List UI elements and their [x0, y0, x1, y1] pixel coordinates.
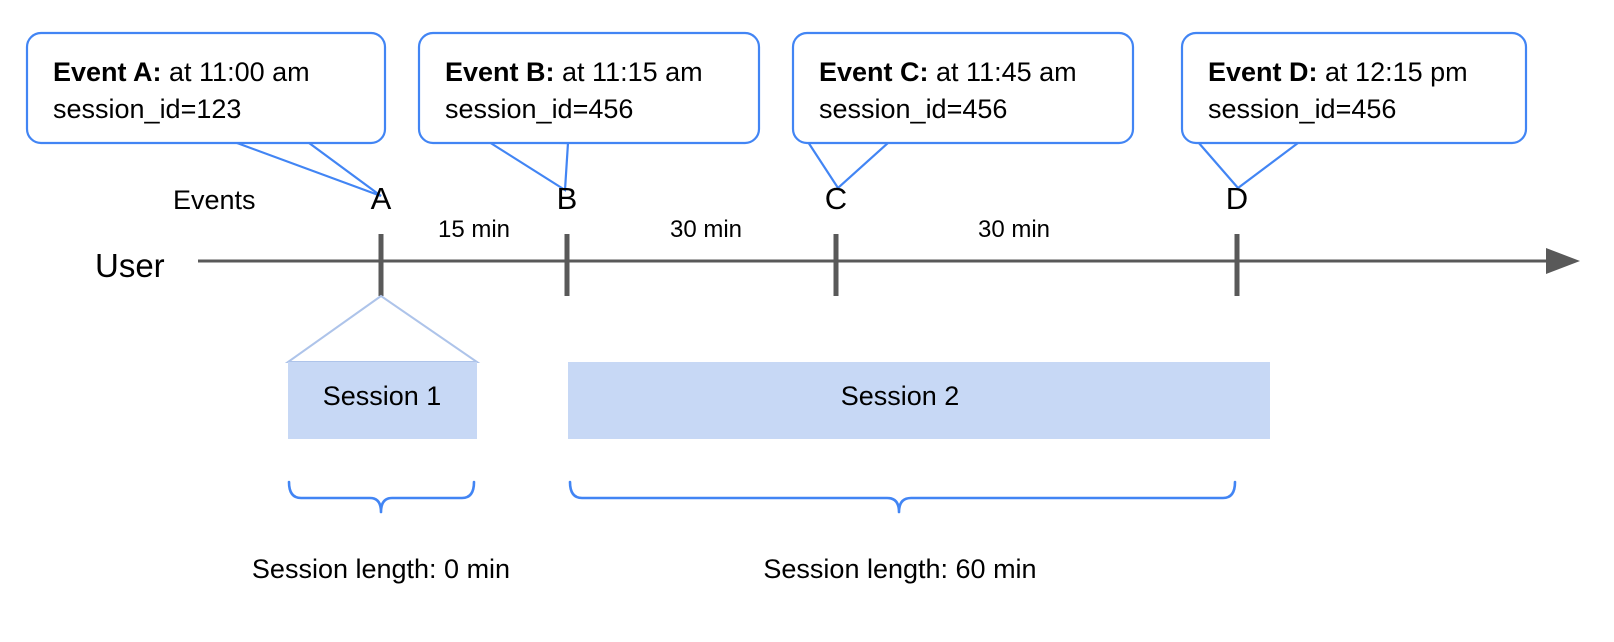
callout-event-d[interactable]: Event D: at 12:15 pm session_id=456 [1180, 31, 1528, 190]
callout-tail-a [236, 138, 382, 198]
callout-c-line1: Event C: at 11:45 am [819, 57, 1077, 87]
callout-a-line1: Event A: at 11:00 am [53, 57, 310, 87]
session-2-label: Session 2 [841, 381, 960, 411]
timeline-arrow-icon [1546, 248, 1580, 274]
callout-d-bold: Event D: [1208, 57, 1318, 87]
callout-box-d [1180, 31, 1528, 145]
callout-b-line1: Event B: at 11:15 am [445, 57, 703, 87]
callout-b-line2: session_id=456 [445, 94, 633, 124]
callout-a-rest: at 11:00 am [162, 57, 310, 87]
session-2-length-label: Session length: 60 min [763, 554, 1036, 584]
interval-label-a-b: 15 min [438, 216, 510, 243]
callout-box-c [791, 31, 1135, 145]
callout-b-bold: Event B: [445, 57, 555, 87]
callout-d-rest: at 12:15 pm [1318, 57, 1468, 87]
session-1-funnel [284, 294, 481, 363]
callout-c-rest: at 11:45 am [929, 57, 1077, 87]
event-letter-d: D [1226, 181, 1248, 216]
callout-box-a [25, 31, 387, 145]
event-letter-b: B [557, 181, 578, 216]
callout-c-bold: Event C: [819, 57, 929, 87]
session-1-brace [287, 480, 476, 514]
session-2-bar[interactable]: Session 2 [568, 362, 1270, 439]
interval-label-c-d: 30 min [978, 216, 1050, 243]
callout-event-c[interactable]: Event C: at 11:45 am session_id=456 [791, 31, 1135, 190]
session-1-label: Session 1 [323, 381, 442, 411]
interval-label-b-c: 30 min [670, 216, 742, 243]
callout-d-line2: session_id=456 [1208, 94, 1396, 124]
callout-tail-c [805, 140, 891, 190]
callout-event-a[interactable]: Event A: at 11:00 am session_id=123 [25, 31, 387, 198]
event-letter-c: C [825, 181, 847, 216]
callout-c-line2: session_id=456 [819, 94, 1007, 124]
callout-event-b[interactable]: Event B: at 11:15 am session_id=456 [417, 31, 761, 192]
user-row-label: User [95, 247, 165, 284]
event-letter-a: A [371, 181, 392, 216]
session-2-brace [568, 480, 1237, 514]
session-1-length-label: Session length: 0 min [252, 554, 510, 584]
callout-a-bold: Event A: [53, 57, 162, 87]
callout-a-line2: session_id=123 [53, 94, 241, 124]
callout-box-b [417, 31, 761, 145]
callout-d-line1: Event D: at 12:15 pm [1208, 57, 1468, 87]
session-1-bar[interactable]: Session 1 [288, 362, 477, 439]
callout-b-rest: at 11:15 am [555, 57, 703, 87]
events-row-label: Events [173, 185, 256, 215]
